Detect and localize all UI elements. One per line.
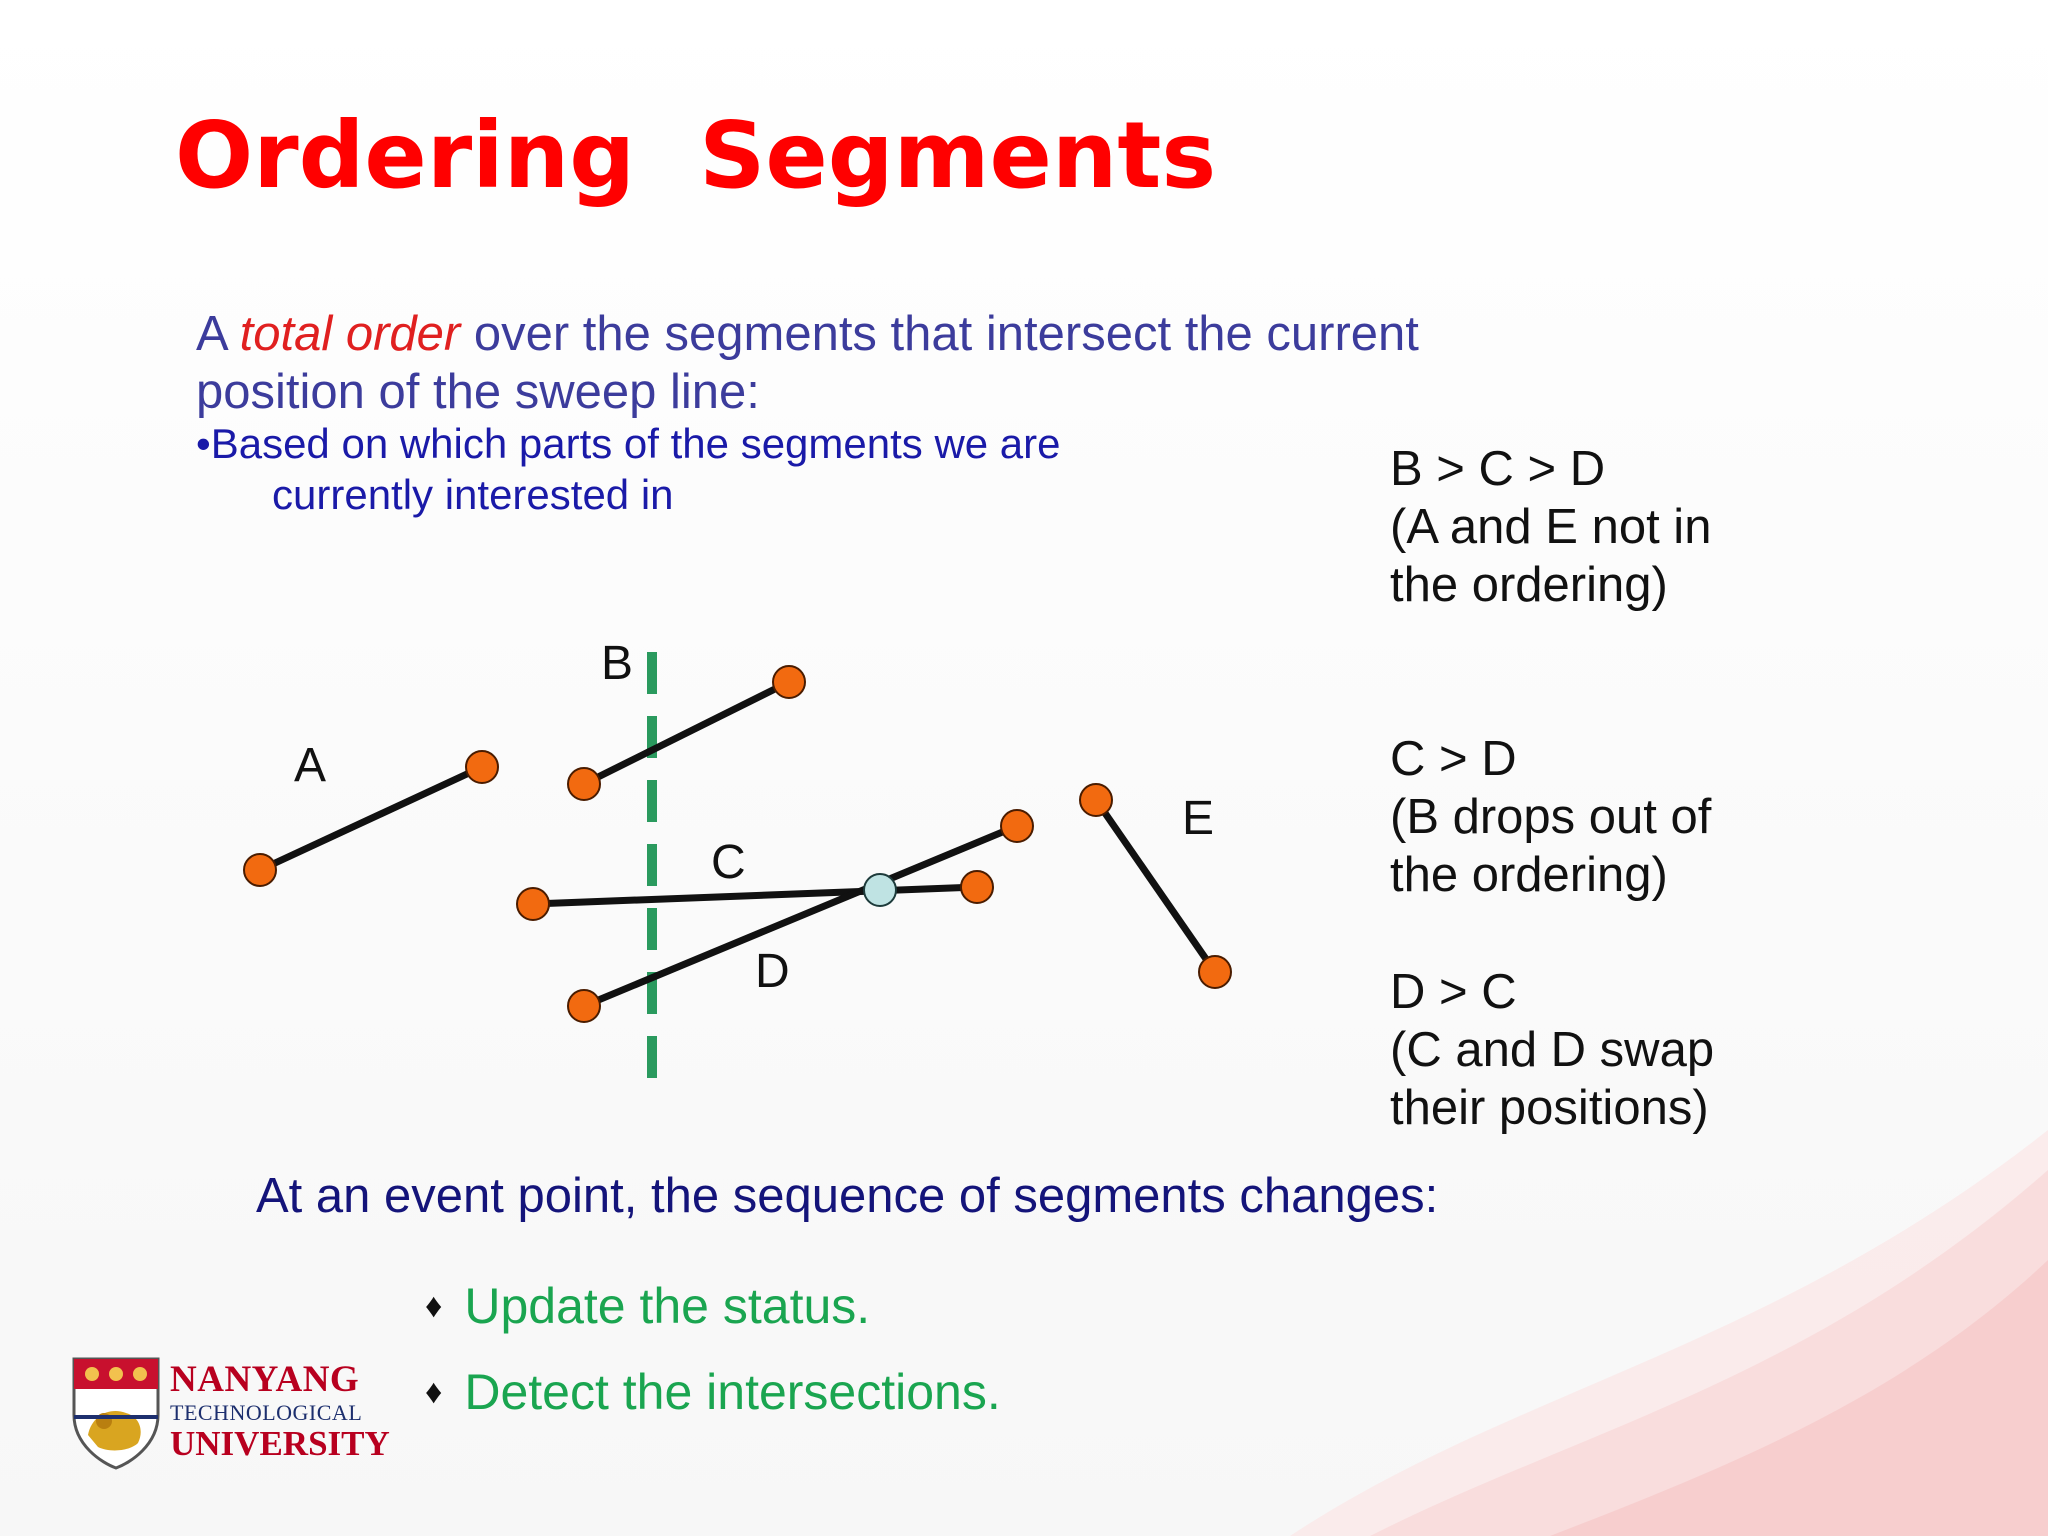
note-line: (A and E not in [1390,500,1712,554]
diamond-bullet-icon: ♦ [425,1287,443,1325]
action-detect-intersections: ♦ Detect the intersections. [425,1363,1001,1421]
action-text: Update the status. [464,1278,871,1334]
action-update-status: ♦ Update the status. [425,1277,870,1335]
intro-text-b: over the segments that intersect the cur… [460,307,1419,361]
bullet-line-1: •Based on which parts of the segments we… [196,420,1061,467]
segment-label-d: D [755,945,790,998]
segment-d [582,822,1019,1010]
crest-icon [72,1357,160,1470]
intro-line-2: position of the sweep line: [196,365,760,419]
endpoint-c-right [960,870,994,904]
note-line: B > C > D [1390,442,1606,496]
endpoint-e-bottom [1198,955,1232,989]
diamond-bullet-icon: ♦ [425,1373,443,1411]
intro-line-1: A total order over the segments that int… [196,306,1419,362]
segment-b [582,678,791,788]
bullet-line-2: currently interested in [272,471,674,518]
endpoint-c-left [516,887,550,921]
endpoint-b-left [567,767,601,801]
endpoint-a-left [243,853,277,887]
intersection-point [863,873,897,907]
action-text: Detect the intersections. [464,1364,1001,1420]
note-line: (C and D swap [1390,1023,1715,1077]
endpoint-a-right [465,750,499,784]
note-line: their positions) [1390,1081,1709,1135]
endpoint-d-left [567,989,601,1023]
note-line: the ordering) [1390,848,1668,902]
decorative-swoosh [1290,1130,2048,1536]
logo-line-1: NANYANG [170,1359,360,1400]
intro-text-a: A [196,307,240,361]
total-order-emphasis: total order [239,307,461,361]
segment-label-b: B [601,637,633,690]
segment-label-e: E [1182,792,1214,845]
segment-label-c: C [711,836,746,889]
segment-a [258,763,484,874]
university-logo: NANYANG TECHNOLOGICAL UNIVERSITY [70,1355,390,1475]
endpoint-d-right [1000,809,1034,843]
note-line: (B drops out of [1390,790,1712,844]
event-point-text: At an event point, the sequence of segme… [256,1169,1439,1223]
slide-title: Ordering Segments [175,102,1217,209]
note-line: the ordering) [1390,558,1668,612]
logo-line-2: TECHNOLOGICAL [170,1400,363,1425]
note-line: D > C [1390,965,1517,1019]
endpoint-e-top [1079,783,1113,817]
logo-line-3: UNIVERSITY [170,1424,390,1463]
logo-wordmark: NANYANG TECHNOLOGICAL UNIVERSITY [170,1355,390,1461]
segment-c [532,883,978,908]
note-line: C > D [1390,732,1517,786]
segment-e [1093,798,1218,974]
segment-label-a: A [294,739,326,792]
ordering-note-1: B > C > D (A and E not in the ordering) [1390,440,1711,614]
endpoint-b-right [772,665,806,699]
ordering-note-3: D > C (C and D swap their positions) [1390,963,1714,1137]
ordering-note-2: C > D (B drops out of the ordering) [1390,730,1711,904]
